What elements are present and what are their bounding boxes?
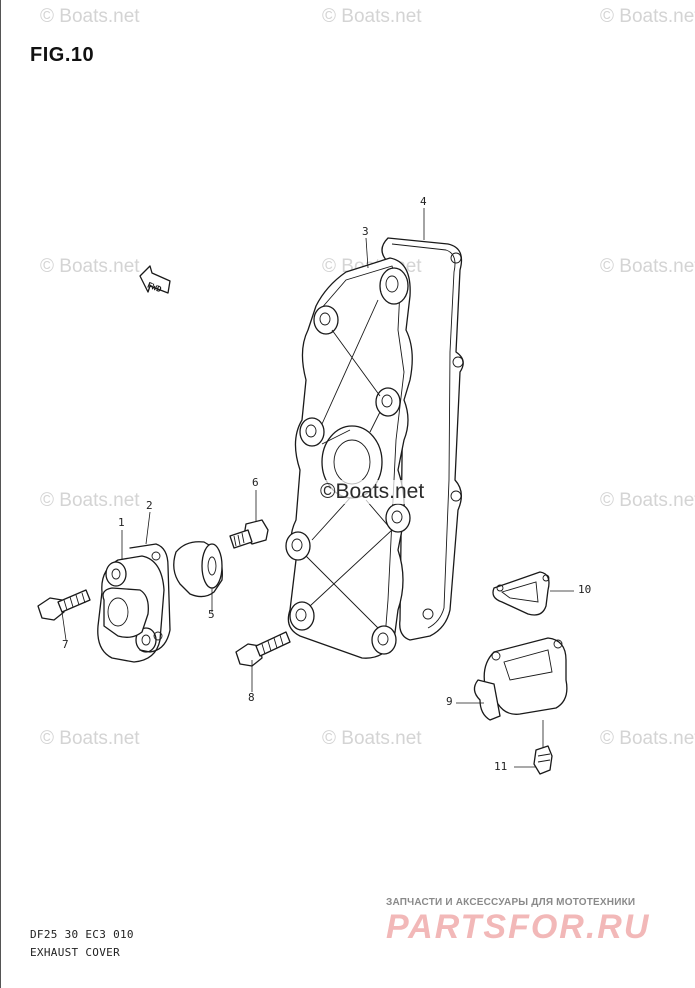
watermark: © Boats.net — [40, 490, 140, 511]
part-7-bolt — [37, 589, 91, 621]
part-5-spacer — [173, 541, 223, 598]
leader-lines — [61, 208, 574, 768]
part-1-fitting — [97, 555, 165, 663]
callout-3: 3 — [362, 225, 369, 238]
forward-arrow-icon: FWD — [139, 265, 171, 294]
center-watermark: ©Boats.net — [320, 480, 425, 504]
brand-logo: PARTSFOR.RU — [386, 908, 651, 946]
diagram-caption: EXHAUST COVER — [30, 946, 120, 959]
part-3-exhaust-cover — [285, 257, 413, 659]
part-11-bolt — [533, 745, 553, 775]
part-8-bolt — [235, 631, 291, 667]
callout-8: 8 — [248, 691, 255, 704]
watermark: © Boats.net — [40, 6, 140, 27]
brand-tagline: ЗАПЧАСТИ И АКСЕССУАРЫ ДЛЯ МОТОТЕХНИКИ — [386, 897, 636, 908]
callout-5: 5 — [208, 608, 215, 621]
callout-2: 2 — [146, 499, 153, 512]
callout-10: 10 — [578, 583, 592, 596]
callout-6: 6 — [252, 476, 259, 489]
watermark: © Boats.net — [600, 256, 695, 277]
watermark: © Boats.net — [600, 728, 695, 749]
part-9-elbow — [473, 637, 568, 721]
part-6-bolt — [229, 519, 269, 549]
watermark: © Boats.net — [40, 256, 140, 277]
watermark: © Boats.net — [600, 490, 695, 511]
watermark: © Boats.net — [40, 728, 140, 749]
figure-title: FIG.10 — [30, 44, 95, 66]
watermark: © Boats.net — [322, 728, 422, 749]
watermark: © Boats.net — [322, 6, 422, 27]
watermark: © Boats.net — [600, 6, 695, 27]
page-left-border — [0, 0, 1, 988]
diagram-code: DF25 30 EC3 010 — [30, 928, 134, 941]
part-10-gasket — [492, 571, 550, 616]
callout-1: 1 — [118, 516, 125, 529]
callout-7: 7 — [62, 638, 69, 651]
callout-9: 9 — [446, 695, 453, 708]
part-2-gasket — [129, 543, 171, 653]
callout-4: 4 — [420, 195, 427, 208]
callout-11: 11 — [494, 760, 508, 773]
